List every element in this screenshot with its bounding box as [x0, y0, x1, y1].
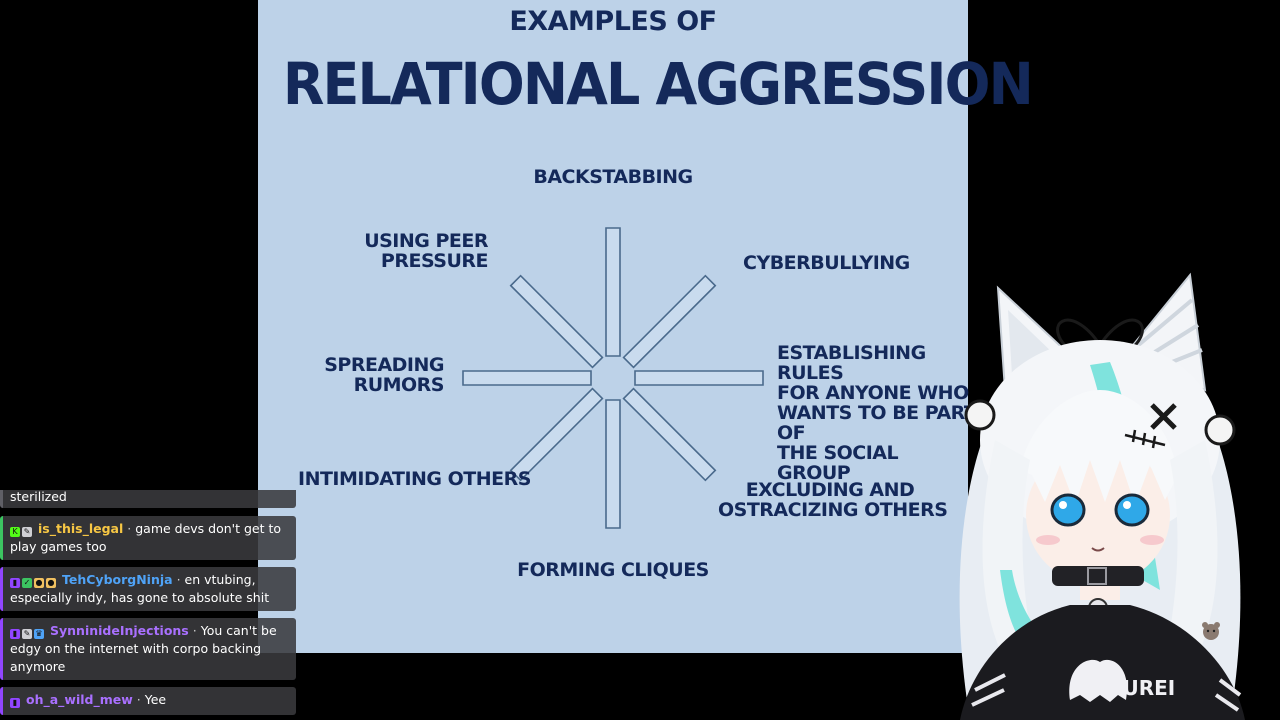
shirt-print-text: YUREI	[1107, 676, 1175, 700]
chat-text: Yee	[144, 692, 167, 707]
eye-right	[1114, 493, 1150, 527]
chat-text: sterilized	[10, 490, 67, 504]
item-rumors-line1: SPREADING	[324, 354, 444, 376]
item-backstabbing-text: BACKSTABBING	[533, 166, 693, 188]
item-cyberbullying-text: CYBERBULLYING	[743, 252, 910, 274]
fishbone-clip-icon	[1124, 429, 1166, 449]
item-excluding-line2: OSTRACIZING OTHERS	[718, 498, 948, 521]
mouth	[1091, 547, 1105, 552]
eye-right-shine	[1123, 501, 1131, 509]
spoke-up-left	[509, 274, 604, 369]
presentation-slide: EXAMPLES OF RELATIONAL AGGRESSION BACKST…	[258, 0, 1034, 653]
item-peer-pressure-line2: PRESSURE	[380, 249, 489, 272]
blush-right	[1140, 535, 1164, 545]
chat-separator: ·	[136, 692, 141, 707]
item-forming-cliques: FORMING CLIQUES	[258, 559, 968, 581]
chat-separator: ·	[192, 623, 197, 638]
item-establishing-line1: ESTABLISHING RULES	[777, 342, 926, 384]
chat-separator: ·	[127, 521, 132, 536]
pencil-icon: ✎	[22, 527, 32, 537]
item-rumors-line2: RUMORS	[353, 373, 445, 396]
x-clip-icon	[1150, 403, 1177, 430]
item-establishing-rules: ESTABLISHING RULES FOR ANYONE WHO WANTS …	[777, 342, 977, 484]
chat-separator: ·	[176, 572, 181, 587]
spoke-group	[462, 227, 764, 529]
slide-title: RELATIONAL AGGRESSION	[282, 50, 1034, 118]
item-cyberbullying: CYBERBULLYING	[743, 252, 910, 274]
emote-icon: ●	[34, 578, 44, 588]
spoke-up	[605, 227, 621, 357]
twitch-icon: ▮	[10, 578, 20, 588]
item-peer-pressure: USING PEER PRESSURE	[358, 230, 489, 272]
chat-username[interactable]: SynninideInjections	[50, 623, 189, 638]
bear-sticker-icon	[1202, 622, 1220, 640]
slide-kicker: EXAMPLES OF	[509, 6, 717, 37]
skull-clip-right-icon	[1204, 414, 1236, 446]
chat-message: ▮✓●●TehCyborgNinja · en vtubing, especia…	[0, 567, 296, 611]
item-excluding-others: EXCLUDING AND OSTRACIZING OTHERS	[718, 479, 948, 521]
crown-icon: ♛	[34, 629, 44, 639]
twitch-icon: ▮	[10, 698, 20, 708]
skull-clip-left-icon	[964, 399, 996, 431]
item-establishing-line2: FOR ANYONE WHO	[777, 381, 969, 404]
spoke-down	[605, 399, 621, 529]
check-icon: ✓	[22, 578, 32, 588]
hair-side-right	[1170, 440, 1218, 650]
chat-badges: K✎	[10, 521, 34, 537]
spoke-down-right	[622, 387, 717, 482]
blush-left	[1036, 535, 1060, 545]
chat-username[interactable]: TehCyborgNinja	[62, 572, 173, 587]
ghost-print-icon	[1069, 659, 1128, 702]
emote-icon: ●	[46, 578, 56, 588]
eye-left-shine	[1059, 501, 1067, 509]
spoke-up-right	[622, 274, 717, 369]
chat-username[interactable]: oh_a_wild_mew	[26, 692, 133, 707]
item-backstabbing: BACKSTABBING	[258, 166, 968, 188]
item-establishing-line4: THE SOCIAL GROUP	[777, 441, 899, 484]
item-cliques-text: FORMING CLIQUES	[517, 559, 709, 581]
spoke-left	[462, 370, 592, 386]
item-excluding-line1: EXCLUDING AND	[745, 479, 915, 501]
chat-message: sterilized	[0, 490, 296, 508]
chat-text: game devs don't get to play games too	[10, 521, 282, 554]
item-intimidating-others: INTIMIDATING OTHERS	[298, 468, 531, 490]
twitch-icon: ▮	[10, 629, 20, 639]
kick-icon: K	[10, 527, 20, 537]
item-establishing-line3: WANTS TO BE PART OF	[777, 401, 977, 444]
chat-text: You can't be edgy on the internet with c…	[10, 623, 277, 674]
spoke-down-left	[509, 387, 604, 482]
chat-text: en vtubing, especially indy, has gone to…	[10, 572, 270, 605]
eye-left	[1050, 493, 1086, 527]
collar	[1052, 566, 1144, 586]
chat-message: ▮✎♛ SynninideInjections · You can't be ed…	[0, 618, 296, 680]
spokes-diagram	[462, 227, 764, 529]
spoke-right	[634, 370, 764, 386]
chat-badges: ▮✓●●	[10, 572, 58, 588]
vtuber-avatar: YUREI	[959, 272, 1245, 720]
chat-badges: ▮	[10, 692, 22, 708]
pencil-icon: ✎	[22, 629, 32, 639]
collar-buckle	[1087, 567, 1107, 585]
chat-message: K✎ is_this_legal · game devs don't get to…	[0, 516, 296, 560]
chat-message: ▮ oh_a_wild_mew · Yee	[0, 687, 296, 715]
item-intimidating-text: INTIMIDATING OTHERS	[298, 468, 531, 490]
chat-username[interactable]: is_this_legal	[38, 521, 124, 536]
item-spreading-rumors: SPREADING RUMORS	[318, 354, 445, 396]
shirt-sleeve-stripes	[971, 673, 1242, 712]
item-peer-pressure-line1: USING PEER	[364, 230, 488, 252]
hair-bangs	[1020, 390, 1178, 505]
chat-badges: ▮✎♛	[10, 623, 46, 639]
